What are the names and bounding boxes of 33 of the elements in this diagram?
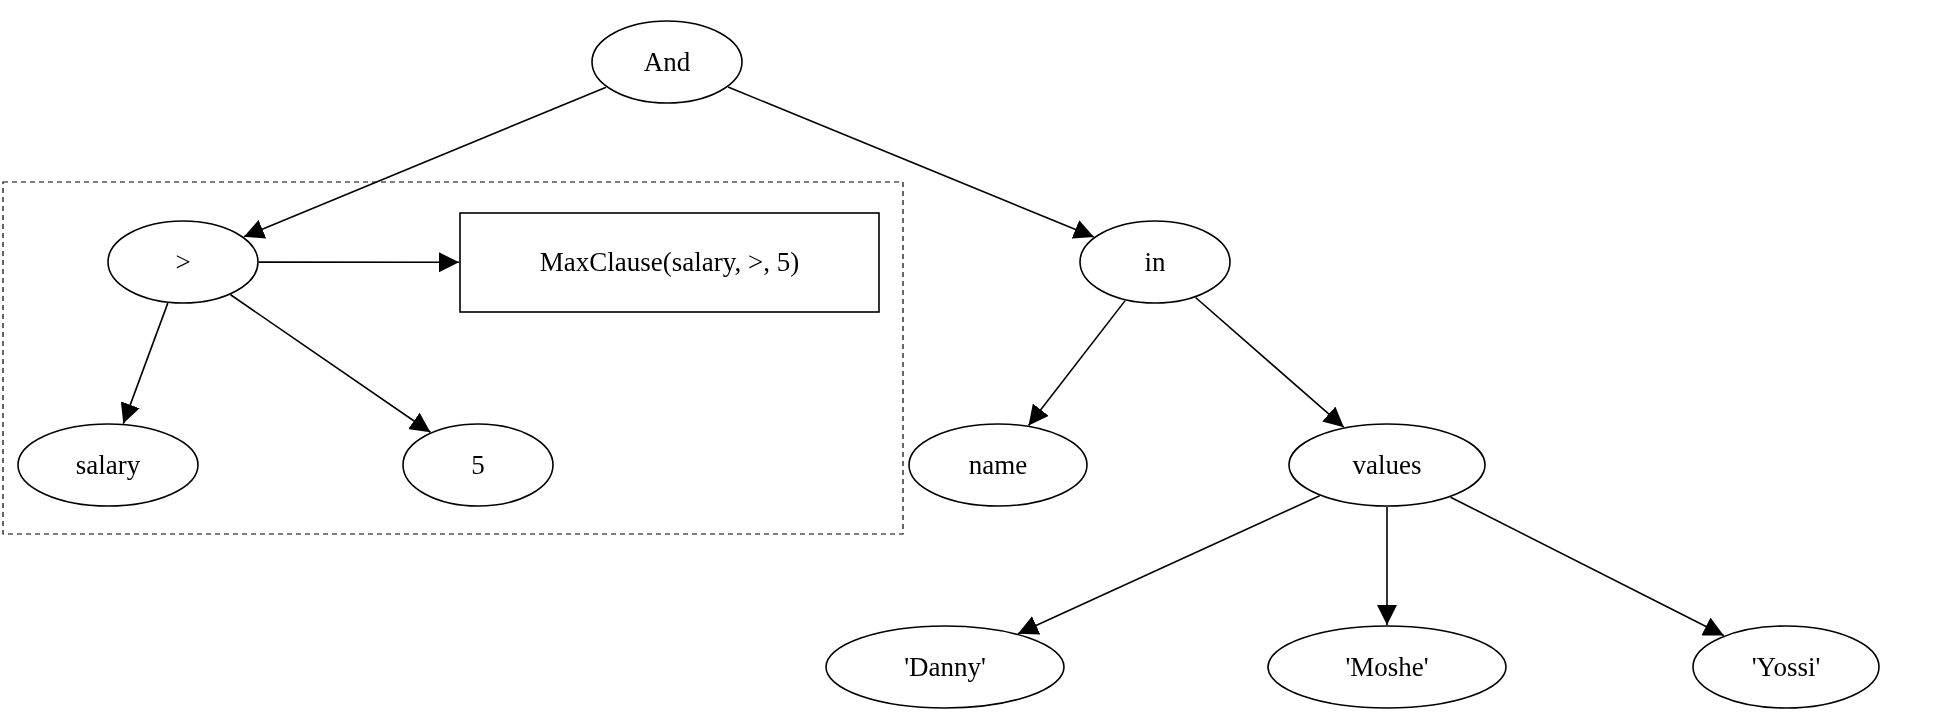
node-label: values: [1352, 449, 1422, 481]
ellipse-node: [1267, 625, 1507, 709]
ellipse-node: [17, 423, 199, 507]
arrow: [1377, 506, 1397, 626]
arrow: [1017, 494, 1321, 635]
node-label: 5: [471, 449, 485, 481]
arrow: [727, 86, 1095, 239]
node-label: in: [1144, 246, 1166, 278]
node-label: And: [643, 46, 691, 78]
ellipse-node: [402, 423, 554, 507]
ellipse-node: [107, 220, 259, 304]
node-label: 'Moshe': [1345, 651, 1429, 683]
ellipse-node: [1692, 625, 1880, 709]
arrow: [1027, 299, 1126, 427]
node-label: 'Yossi': [1751, 651, 1821, 683]
arrow: [1194, 296, 1345, 428]
ellipse-node: [908, 423, 1088, 507]
dashed-cluster: [2, 181, 904, 535]
arrow: [229, 293, 432, 434]
ellipse-node: [825, 625, 1065, 709]
ellipse-node: [1079, 220, 1231, 304]
arrow: [1449, 496, 1725, 637]
node-label: >: [175, 246, 191, 278]
ellipse-node: [591, 20, 743, 104]
node-label: MaxClause(salary, >, 5): [539, 247, 800, 278]
arrow: [120, 302, 169, 425]
node-label: salary: [75, 449, 141, 481]
arrow: [243, 86, 607, 239]
node-label: name: [968, 449, 1028, 481]
ellipse-node: [1288, 423, 1486, 507]
arrow: [258, 252, 460, 273]
node-label: 'Danny': [904, 651, 986, 683]
rectangle-node: [459, 212, 880, 313]
